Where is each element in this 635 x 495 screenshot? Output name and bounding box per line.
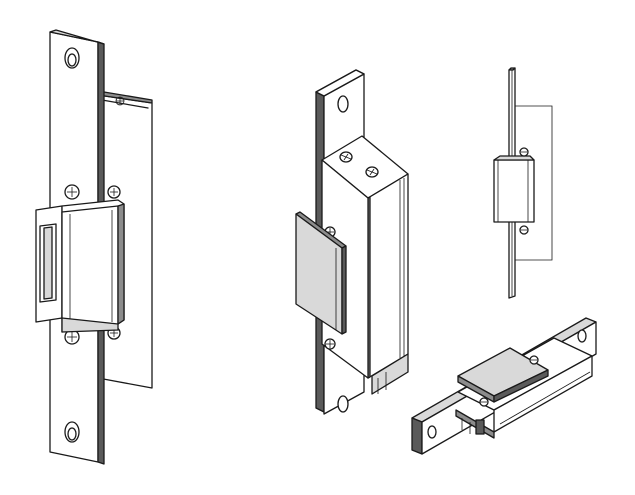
screw-upper-right	[107, 185, 121, 199]
front-elevation-view	[35, 29, 153, 465]
horiz-keeper	[457, 347, 549, 403]
iso-screw-top-1	[339, 151, 353, 163]
mounting-hole-top	[64, 47, 80, 69]
horiz-hole-left	[427, 425, 437, 439]
iso-hole-bottom	[337, 395, 349, 413]
isometric-upright-view	[295, 69, 409, 415]
side-body-outline	[515, 105, 553, 261]
iso-hole-top	[337, 95, 349, 113]
iso-screw-top-2	[365, 166, 379, 178]
side-screw-upper	[519, 147, 529, 157]
side-keeper	[493, 155, 535, 223]
side-elevation-view	[493, 67, 553, 299]
keeper-jaw	[35, 199, 125, 333]
screw-upper-left	[64, 184, 80, 200]
side-screw-lower	[519, 225, 529, 235]
iso-keeper	[295, 211, 347, 335]
horiz-hole-right	[577, 329, 587, 343]
mounting-hole-bottom	[64, 421, 80, 443]
isometric-horizontal-view	[411, 317, 597, 455]
